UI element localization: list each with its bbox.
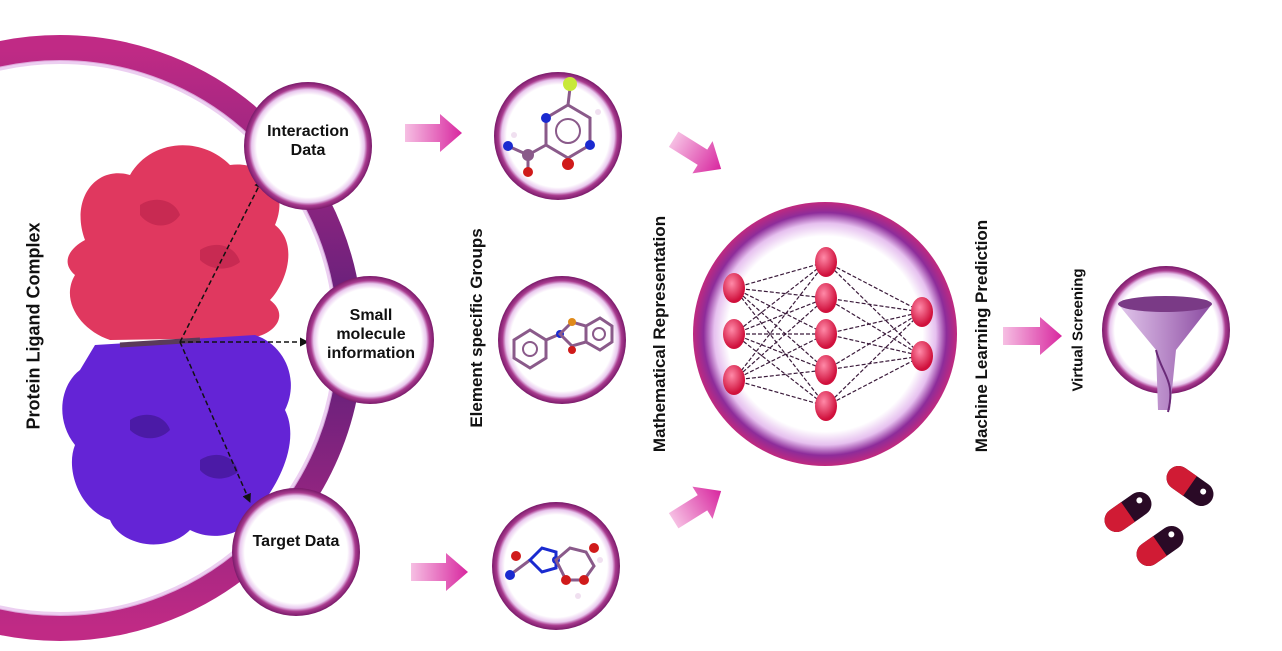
nn-connection [733, 261, 827, 335]
nn-neuron [723, 365, 745, 395]
nn-neuron [911, 297, 933, 327]
neural-network-diagram [693, 202, 957, 466]
leader-arrows [179, 179, 309, 503]
pipeline-arrow-icon [405, 114, 1062, 591]
interaction-data-bubble [244, 82, 372, 210]
capsule-icon [1104, 465, 1214, 567]
nn-connection [825, 311, 923, 407]
nn-neuron [815, 391, 837, 421]
nn-connection [733, 369, 827, 381]
nn-connection [825, 333, 923, 357]
nn-connection [825, 355, 923, 371]
nn-connection [733, 297, 827, 381]
nn-connection [733, 379, 827, 407]
nn-connection [733, 261, 827, 289]
mathematical-representation-label: Mathematical Representation [650, 215, 669, 453]
small-molecule-bubble [306, 276, 434, 404]
molecule-icon-middle [498, 276, 626, 404]
nn-neurons [723, 247, 933, 421]
nn-neuron [815, 247, 837, 277]
nn-connection [733, 261, 827, 381]
nn-connection [733, 333, 827, 407]
nn-connection [825, 297, 923, 313]
nn-neuron [723, 273, 745, 303]
nn-connection [733, 297, 827, 335]
nn-neuron [815, 283, 837, 313]
small-molecule-information-label: Small molecule information [327, 307, 415, 363]
nn-connection [825, 311, 923, 335]
nn-connection [733, 287, 827, 371]
nn-neuron [815, 355, 837, 385]
nn-connections [733, 261, 923, 407]
molecule-icon-top [494, 72, 622, 200]
nn-connection [825, 297, 923, 357]
interaction-data-label: Interaction Data [267, 123, 349, 160]
nn-connection [733, 287, 827, 407]
target-data-label: Target Data [252, 533, 340, 550]
protein-ligand-complex-label: Protein Ligand Complex [23, 222, 44, 430]
nn-neuron [911, 341, 933, 371]
nn-connection [825, 355, 923, 407]
nn-connection [825, 261, 923, 357]
nn-connection [733, 333, 827, 381]
nn-connection [733, 333, 827, 371]
virtual-screening-label: Virtual Screening [1069, 268, 1087, 392]
nn-connection [825, 311, 923, 371]
molecule-icon-bottom [492, 502, 620, 630]
funnel-icon [1102, 266, 1230, 413]
nn-neuron [723, 319, 745, 349]
target-data-bubble [232, 488, 360, 616]
nn-connection [733, 287, 827, 335]
machine-learning-prediction-label: Machine Learning Prediction [972, 219, 991, 453]
nn-connection [825, 261, 923, 313]
nn-neuron [815, 319, 837, 349]
nn-connection [733, 287, 827, 299]
protein-surface-icon [62, 145, 291, 545]
element-specific-groups-label: Element specific Groups [467, 228, 486, 428]
